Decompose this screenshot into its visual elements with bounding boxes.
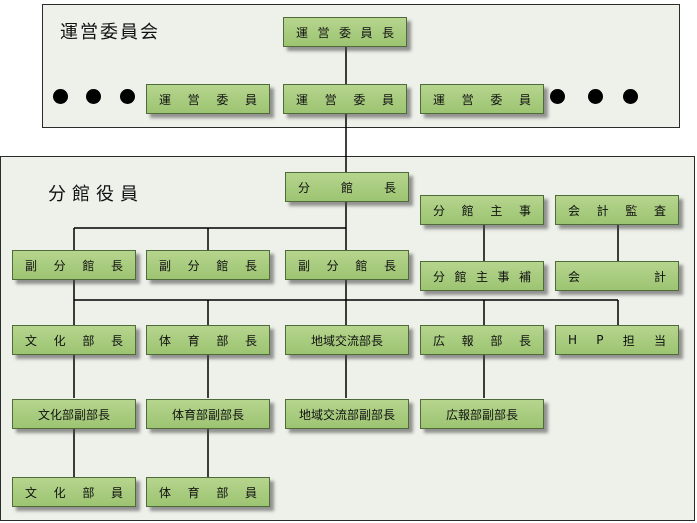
community-head-box: 地域交流部長 [285, 325, 409, 355]
ellipsis-dot [588, 89, 603, 104]
sports-head-box: 体育部長 [146, 325, 270, 355]
vice-head-box: 副分館長 [146, 250, 270, 280]
ellipsis-dot [550, 89, 565, 104]
vice-head-box: 副分館長 [285, 250, 409, 280]
ellipsis-dot [120, 89, 135, 104]
branch-head-box: 分館長 [285, 172, 409, 202]
committee-member-box: 運営委員 [283, 84, 407, 114]
culture-vice-box: 文化部副部長 [12, 399, 136, 429]
pr-head-box: 広報部長 [420, 325, 544, 355]
committee-member-box: 運営委員 [146, 84, 270, 114]
branch-officers-title: 分館役員 [48, 184, 144, 205]
pr-vice-box: 広報部副部長 [420, 399, 544, 429]
ellipsis-dot [623, 89, 638, 104]
culture-member-box: 文化部員 [12, 477, 136, 507]
committee-member-box: 運営委員 [420, 84, 544, 114]
committee-chair-box: 運営委員長 [283, 17, 407, 47]
sports-vice-box: 体育部副部長 [146, 399, 270, 429]
auditor-box: 会計監査 [555, 195, 679, 225]
accountant-box: 会計 [555, 261, 679, 291]
community-vice-box: 地域交流部副部長 [285, 399, 409, 429]
ellipsis-dot [86, 89, 101, 104]
vice-head-box: 副分館長 [12, 250, 136, 280]
ellipsis-dot [53, 89, 68, 104]
sports-member-box: 体育部員 [146, 477, 270, 507]
culture-head-box: 文化部長 [12, 325, 136, 355]
committee-title: 運営委員会 [60, 22, 160, 43]
assistant-secretary-box: 分館主事補 [420, 261, 544, 291]
branch-secretary-box: 分館主事 [420, 195, 544, 225]
